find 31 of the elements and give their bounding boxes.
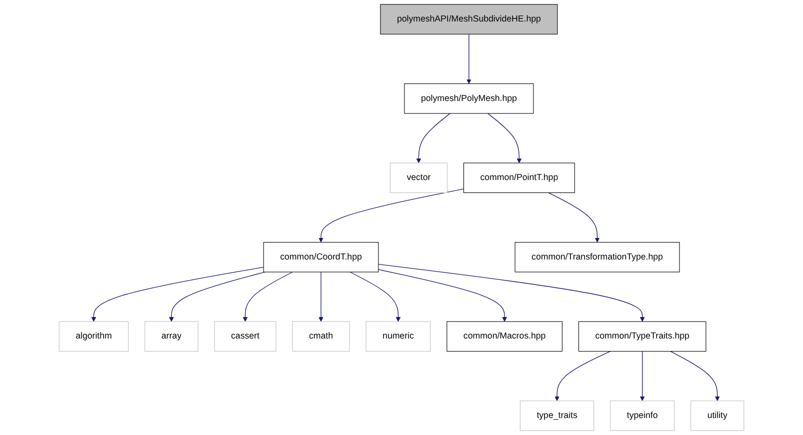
arrow xyxy=(548,192,600,242)
node-box: array xyxy=(144,321,198,352)
node-box: numeric xyxy=(366,321,431,352)
arrow xyxy=(378,269,507,322)
node-box: algorithm xyxy=(58,321,129,352)
arrow xyxy=(554,350,611,402)
node-box: utility xyxy=(690,400,744,431)
node-box: common/PointT.hpp xyxy=(463,162,575,193)
node-box: common/Macros.hpp xyxy=(446,321,562,352)
arrow xyxy=(242,272,293,322)
node-box: type_traits xyxy=(520,400,594,431)
node-box: polymesh/PolyMesh.hpp xyxy=(404,83,534,114)
arrow xyxy=(416,113,450,164)
arrow xyxy=(350,272,401,322)
node-box: common/CoordT.hpp xyxy=(263,242,379,272)
arrow xyxy=(466,34,472,84)
node-box: typeinfo xyxy=(610,400,675,431)
arrow xyxy=(378,264,645,322)
node-box: common/TypeTraits.hpp xyxy=(578,321,706,352)
arrow xyxy=(318,272,324,322)
node-box: common/TransformationType.hpp xyxy=(514,242,680,272)
node-box: cassert xyxy=(214,321,276,352)
arrow xyxy=(169,272,266,322)
node-box: cmath xyxy=(292,321,350,352)
node-box: vector xyxy=(390,162,448,193)
arrow xyxy=(487,113,522,164)
node-box: polymeshAPI/MeshSubdivideHE.hpp xyxy=(380,4,558,34)
arrow xyxy=(91,266,264,322)
arrow xyxy=(670,350,720,402)
arrow xyxy=(640,350,645,402)
arrow xyxy=(318,188,464,242)
